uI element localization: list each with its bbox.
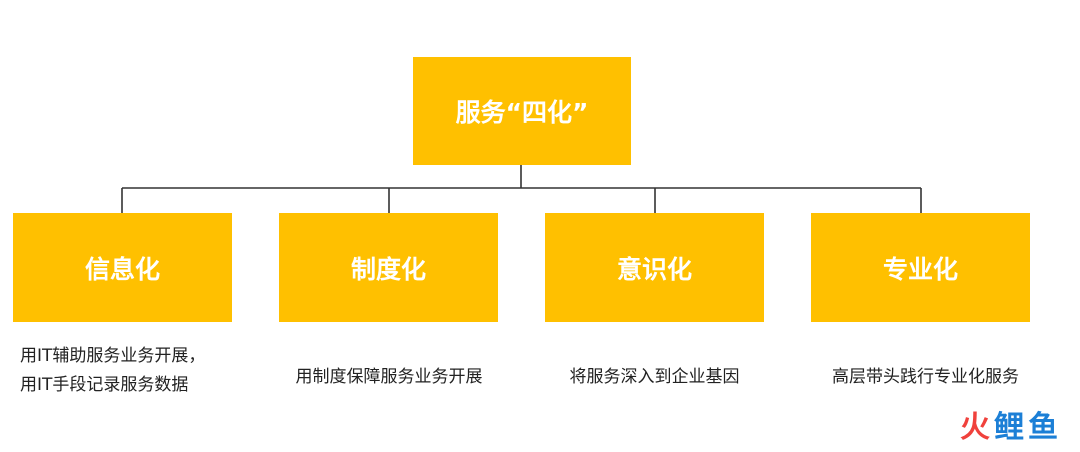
root-node: 服务“四化”	[413, 57, 631, 165]
node-professionalization-label: 专业化	[882, 254, 958, 284]
watermark-char: 火	[960, 410, 990, 445]
desc-awareness: 将服务深入到企业基因	[545, 363, 764, 392]
node-awareness-label: 意识化	[616, 254, 692, 284]
node-awareness: 意识化	[545, 213, 764, 322]
desc-line: 用IT手段记录服务数据	[20, 375, 189, 395]
node-institutionalization-label: 制度化	[350, 254, 426, 284]
desc-line: 用制度保障服务业务开展	[295, 367, 483, 387]
desc-professionalization: 高层带头践行专业化服务	[811, 363, 1040, 392]
watermark-char: 鱼	[1028, 410, 1058, 445]
node-informatization-label: 信息化	[84, 254, 160, 284]
desc-informatization: 用IT辅助服务业务开展， 用IT手段记录服务数据	[20, 342, 205, 400]
root-node-label: 服务“四化”	[455, 98, 589, 127]
watermark-char: 鲤	[994, 410, 1024, 445]
node-professionalization: 专业化	[811, 213, 1030, 322]
desc-line: 用IT辅助服务业务开展，	[20, 346, 206, 366]
watermark-logo: 火 鲤 鱼	[960, 402, 1058, 446]
desc-line: 将服务深入到企业基因	[569, 367, 740, 387]
node-institutionalization: 制度化	[279, 213, 498, 322]
desc-line: 高层带头践行专业化服务	[832, 367, 1019, 387]
node-informatization: 信息化	[13, 213, 232, 322]
desc-institutionalization: 用制度保障服务业务开展	[278, 363, 500, 392]
